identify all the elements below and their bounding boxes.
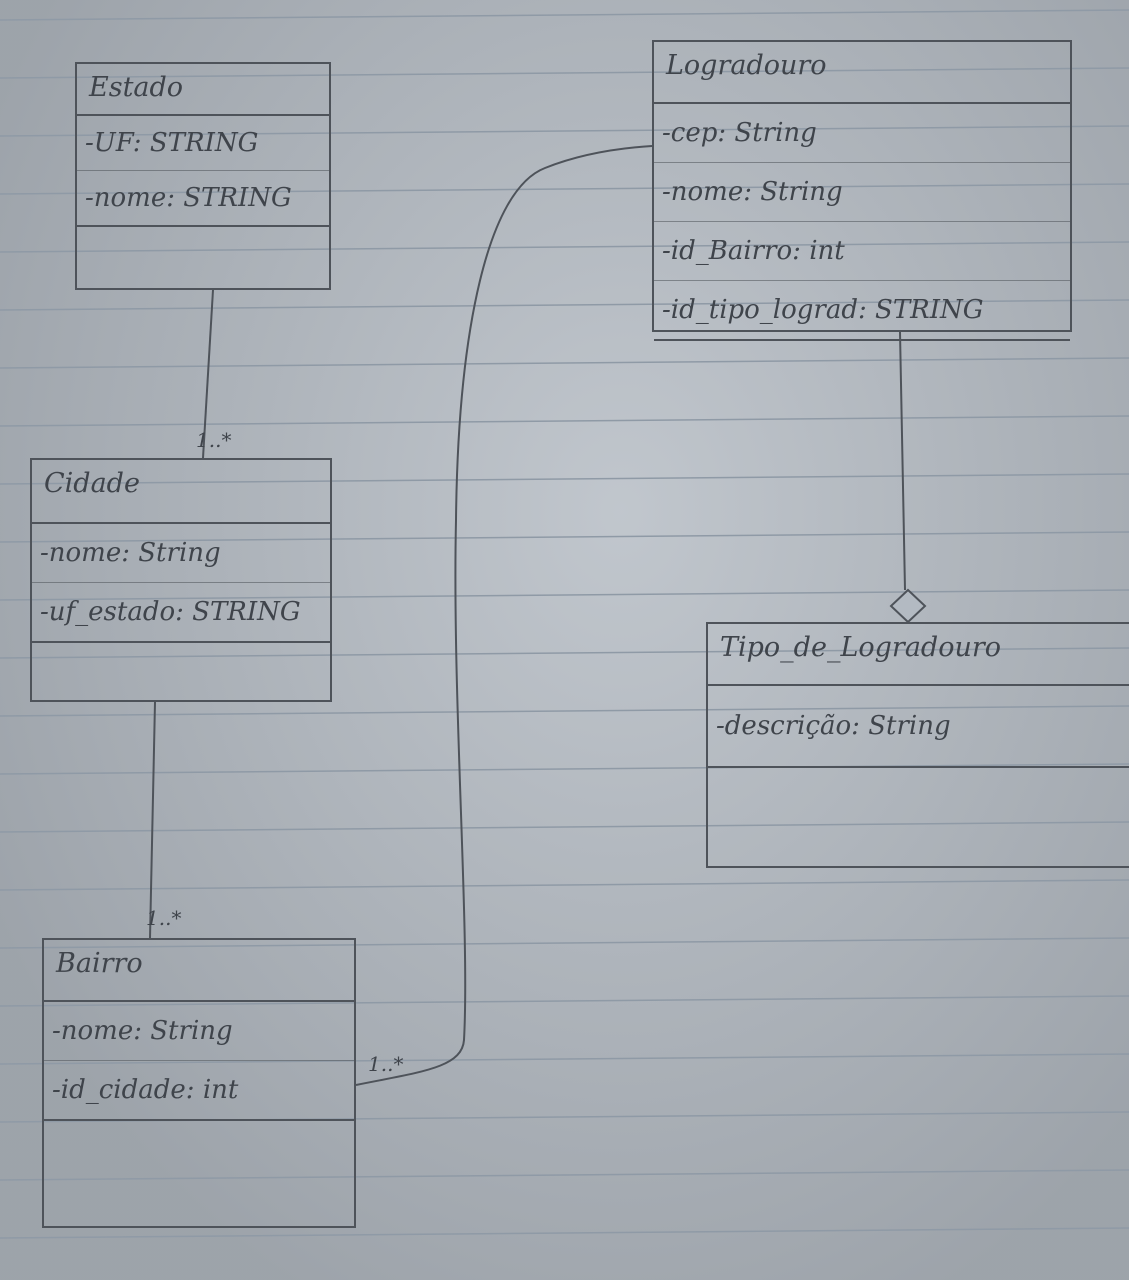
- ruled-line: [0, 67, 1129, 79]
- aggregation-logradouro-tipo: [899, 331, 906, 591]
- ruled-line: [0, 357, 1129, 369]
- association-estado-cidade: [202, 289, 214, 459]
- multiplicity-label: 1..*: [368, 1052, 404, 1076]
- multiplicity-label: 1..*: [196, 428, 232, 452]
- ruled-line: [0, 589, 1129, 601]
- attribute: -nome: String: [654, 163, 1070, 222]
- attribute: -nome: STRING: [85, 183, 292, 213]
- attributes-section: -cep: String -nome: String -id_Bairro: i…: [654, 104, 1070, 341]
- attribute: -id_cidade: int: [52, 1075, 239, 1105]
- class-bairro: Bairro -nome: String -id_cidade: int: [42, 938, 356, 1228]
- association-cidade-bairro: [149, 701, 156, 939]
- aggregation-diamond-icon: [889, 588, 927, 624]
- ruled-line: [0, 531, 1129, 543]
- attributes-section: -UF: STRING -nome: STRING: [77, 116, 329, 227]
- attribute: -descrição: String: [716, 711, 951, 741]
- attribute: -cep: String: [654, 104, 1070, 163]
- ruled-line: [0, 183, 1129, 195]
- class-tipo-de-logradouro: Tipo_de_Logradouro -descrição: String: [706, 622, 1129, 868]
- ruled-line: [0, 1227, 1129, 1239]
- attributes-section: -nome: String -id_cidade: int: [44, 1002, 354, 1121]
- ruled-line: [0, 995, 1129, 1007]
- ruled-line: [0, 415, 1129, 427]
- attributes-section: -nome: String -uf_estado: STRING: [32, 524, 330, 643]
- attribute: -id_tipo_lograd: STRING: [662, 295, 984, 325]
- class-name: Cidade: [32, 460, 330, 524]
- class-cidade: Cidade -nome: String -uf_estado: STRING: [30, 458, 332, 702]
- class-name: Estado: [77, 64, 329, 116]
- class-name: Tipo_de_Logradouro: [708, 624, 1129, 686]
- ruled-line: [0, 937, 1129, 949]
- attribute: -uf_estado: STRING: [40, 597, 301, 627]
- attribute: -nome: String: [32, 524, 330, 583]
- attributes-section: -descrição: String: [708, 686, 1129, 768]
- attribute: -nome: String: [44, 1002, 354, 1061]
- ruled-line: [0, 125, 1129, 137]
- ruled-line: [0, 763, 1129, 775]
- class-name: Logradouro: [654, 42, 1070, 104]
- class-logradouro: Logradouro -cep: String -nome: String -i…: [652, 40, 1072, 341]
- ruled-line: [0, 879, 1129, 891]
- ruled-line: [0, 647, 1129, 659]
- multiplicity-label: 1..*: [146, 906, 182, 930]
- ruled-line: [0, 299, 1129, 311]
- attribute: -id_Bairro: int: [654, 222, 1070, 281]
- attribute: -UF: STRING: [77, 116, 329, 171]
- association-bairro-logradouro: [355, 145, 653, 1086]
- ruled-line: [0, 9, 1129, 21]
- ruled-line: [0, 241, 1129, 253]
- ruled-line: [0, 821, 1129, 833]
- ruled-line: [0, 1053, 1129, 1065]
- class-estado: Estado -UF: STRING -nome: STRING: [75, 62, 331, 290]
- ruled-line: [0, 473, 1129, 485]
- ruled-line: [0, 705, 1129, 717]
- class-name: Bairro: [44, 940, 354, 1002]
- ruled-line: [0, 1169, 1129, 1181]
